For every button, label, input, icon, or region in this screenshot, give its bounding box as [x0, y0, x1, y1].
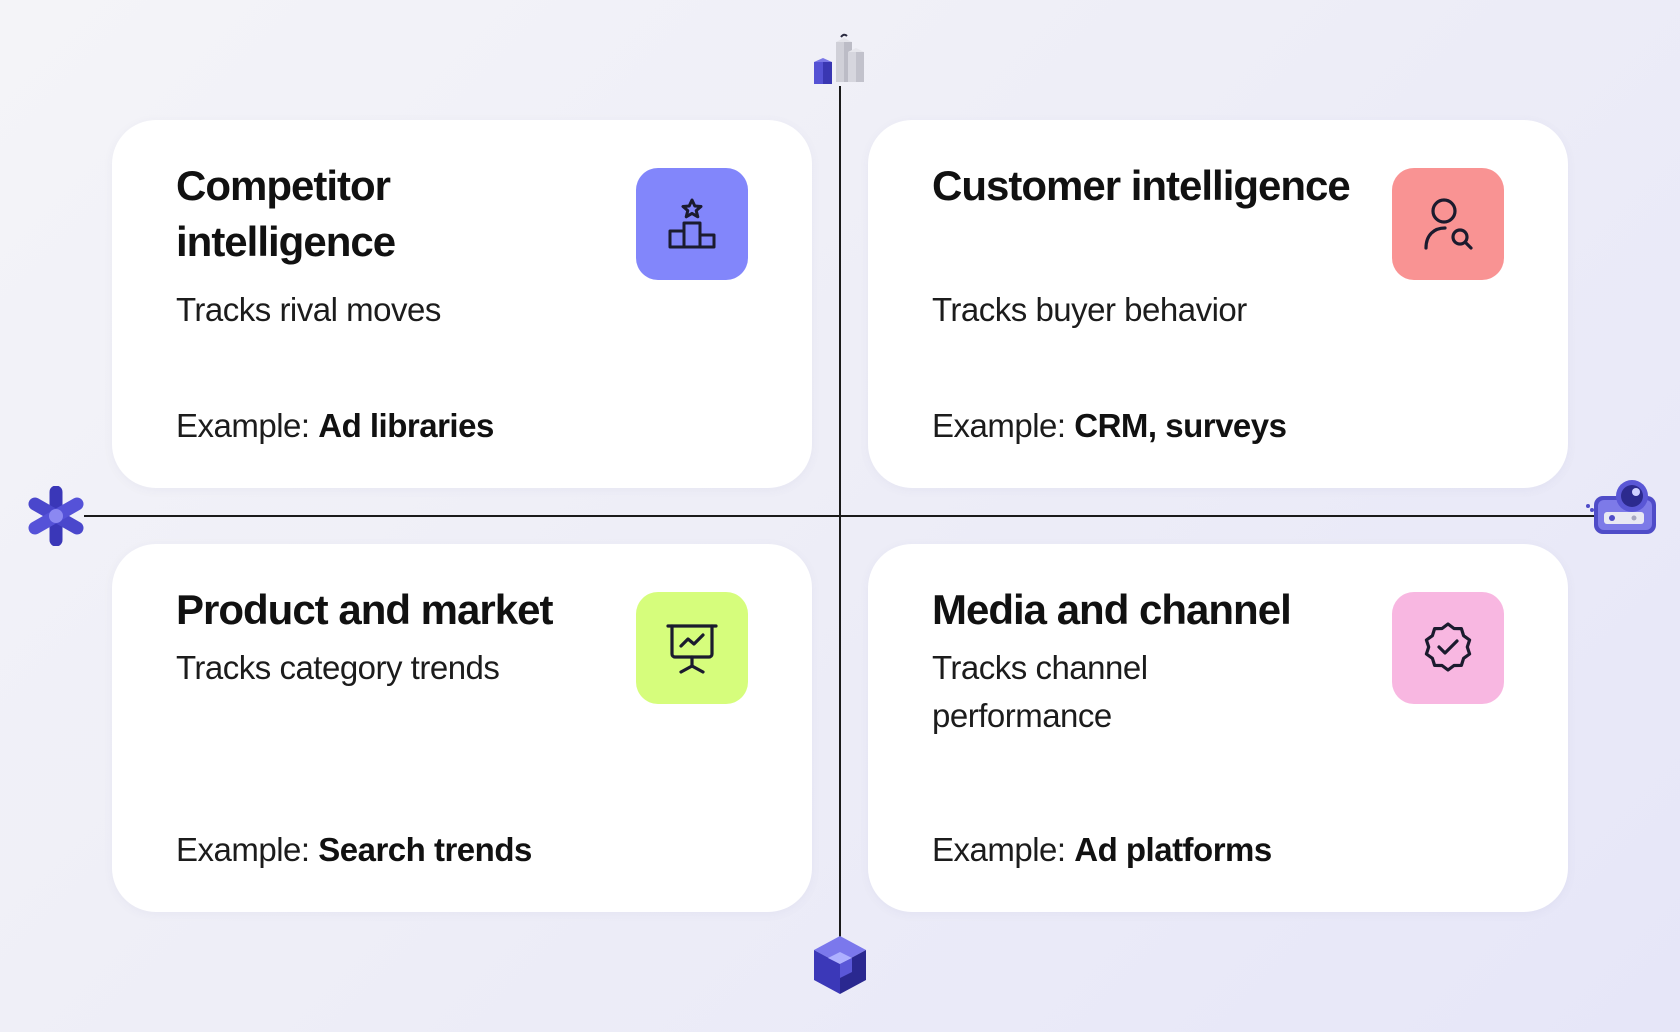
card-title: Product and market: [176, 586, 553, 633]
card-subtitle: Tracks buyer behavior: [932, 291, 1247, 328]
media-and-channel-card: Media and channel Tracks channel perform…: [868, 544, 1568, 912]
icon-tile: [1392, 592, 1504, 704]
card-title: Media and channel: [932, 586, 1292, 633]
competitor-intelligence-card: Competitor intelligence Tracks rival mov…: [112, 120, 812, 488]
example-value: CRM, surveys: [1074, 407, 1287, 444]
card-example: Example: Ad libraries: [176, 402, 494, 450]
example-prefix: Example:: [932, 407, 1066, 444]
icon-tile: [636, 592, 748, 704]
card-subtitle: Tracks category trends: [176, 649, 500, 686]
presentation-chart-icon: [666, 624, 718, 674]
bar-blocks-icon: [814, 33, 864, 84]
robot-device-icon: [1586, 480, 1656, 534]
card-example: Example: Search trends: [176, 826, 532, 874]
vertical-axis: [839, 86, 841, 938]
example-prefix: Example:: [176, 407, 310, 444]
example-value: Search trends: [318, 831, 532, 868]
asterisk-icon: [28, 486, 84, 546]
icon-tile: [1392, 168, 1504, 280]
card-subtitle: Tracks channel performance: [932, 649, 1148, 734]
example-prefix: Example:: [932, 831, 1066, 868]
example-value: Ad libraries: [318, 407, 494, 444]
card-title: Competitor intelligence: [176, 162, 396, 265]
card-example: Example: Ad platforms: [932, 826, 1272, 874]
cube-icon: [814, 936, 866, 994]
example-prefix: Example:: [176, 831, 310, 868]
podium-star-icon: [668, 198, 716, 249]
card-subtitle: Tracks rival moves: [176, 291, 441, 328]
card-title: Customer intelligence: [932, 162, 1351, 209]
customer-intelligence-card: Customer intelligence Tracks buyer behav…: [868, 120, 1568, 488]
horizontal-axis: [84, 515, 1594, 517]
example-value: Ad platforms: [1074, 831, 1272, 868]
user-search-icon: [1424, 198, 1473, 250]
card-example: Example: CRM, surveys: [932, 402, 1287, 450]
icon-tile: [636, 168, 748, 280]
verified-badge-icon: [1424, 622, 1472, 672]
product-and-market-card: Product and market Tracks category trend…: [112, 544, 812, 912]
